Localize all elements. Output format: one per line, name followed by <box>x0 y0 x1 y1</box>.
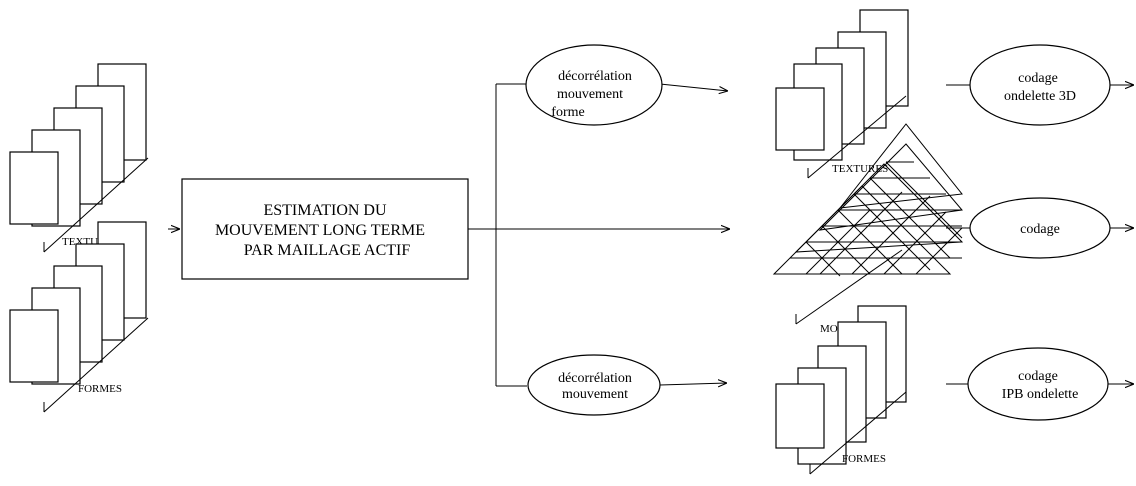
output-textures-stack <box>775 9 909 179</box>
motion-mesh <box>772 123 964 277</box>
decorrelation-top-line-1: décorrélation <box>558 69 632 84</box>
output-textures-label: TEXTURES <box>832 163 888 175</box>
mouvements-baseline <box>795 249 903 325</box>
decorrelation-bottom-line-2: mouvement <box>562 387 628 402</box>
estimation-line-3: PAR MAILLAGE ACTIF <box>244 242 411 259</box>
decorrelation-top-line-3: forme <box>551 105 584 120</box>
coding-bottom-line-2: IPB ondelette <box>1002 387 1079 402</box>
decorrelation-top-node <box>525 44 663 126</box>
decorrelation-bottom-line-1: décorrélation <box>558 371 632 386</box>
input-textures-stack <box>9 63 149 253</box>
output-formes-stack <box>775 305 907 475</box>
decorrelation-top-line-2: mouvement <box>557 87 623 102</box>
input-formes-stack <box>9 221 149 413</box>
output-formes-label: FORMES <box>842 453 886 465</box>
coding-top-line-1: codage <box>1018 71 1058 86</box>
coding-middle-line-1: codage <box>1020 222 1060 237</box>
branch-connectors <box>468 83 730 386</box>
coding-bottom-node <box>967 347 1109 421</box>
estimation-box <box>181 178 469 280</box>
estimation-line-1: ESTIMATION DU <box>263 202 387 219</box>
estimation-line-2: MOUVEMENT LONG TERME <box>215 222 425 239</box>
input-formes-label: FORMES <box>78 383 122 395</box>
coding-top-line-2: ondelette 3D <box>1004 89 1076 104</box>
decorrelation-bottom-node <box>527 354 661 416</box>
coding-bottom-line-1: codage <box>1018 369 1058 384</box>
